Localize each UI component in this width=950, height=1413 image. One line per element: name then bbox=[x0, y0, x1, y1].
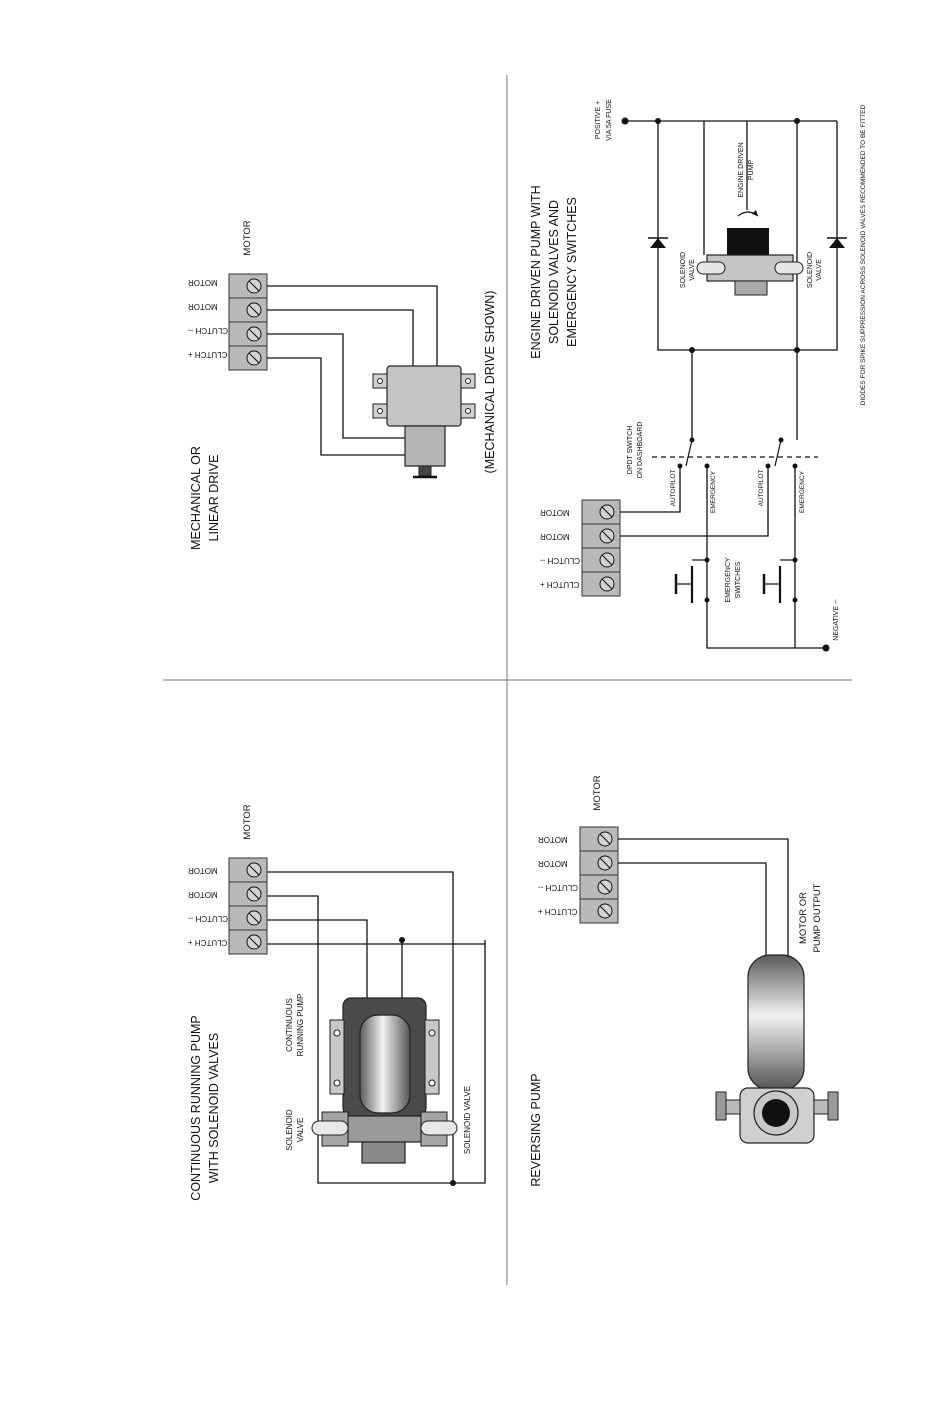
continuous-pump-label-line1: CONTINUOUS bbox=[285, 998, 294, 1052]
dpdt-label-line1: DPDT SWITCH bbox=[627, 426, 634, 474]
solenoid-valve-left-line2: VALVE bbox=[689, 259, 696, 281]
negative-terminal-dot bbox=[822, 644, 830, 652]
terminal-label-clutch-plus: CLUTCH + bbox=[540, 580, 580, 589]
solenoid-valve-right-label: SOLENOID VALVE bbox=[463, 1086, 472, 1154]
positive-terminal-dot bbox=[621, 117, 629, 125]
junction-dot bbox=[794, 347, 800, 353]
terminal-label-motor-2: MOTOR bbox=[188, 302, 218, 311]
mechanical-drive-diagram: MOTOR MOTOR CLUTCH -- CLUTCH + MOTOR MEC… bbox=[188, 220, 497, 550]
emergency-switches-label-line2: SWITCHES bbox=[735, 561, 742, 598]
terminal-label-clutch-plus: CLUTCH + bbox=[188, 938, 228, 947]
emergency-switch-right-icon bbox=[762, 557, 798, 603]
positive-supply-label-line1: POSITIVE + bbox=[595, 101, 602, 139]
motor-label-continuous: MOTOR bbox=[242, 804, 253, 839]
reversing-pump-diagram: MOTOR MOTOR CLUTCH -- CLUTCH + MOTOR REV… bbox=[529, 775, 839, 1187]
terminal-label-motor-1: MOTOR bbox=[188, 278, 218, 287]
mechanical-wires bbox=[267, 285, 438, 456]
mechanical-drive-shown-note: (MECHANICAL DRIVE SHOWN) bbox=[483, 291, 497, 474]
continuous-pump-icon bbox=[311, 997, 458, 1164]
terminal-label-motor-1: MOTOR bbox=[540, 508, 570, 517]
pump-output-label-line1: MOTOR OR bbox=[798, 892, 809, 944]
reversing-wires bbox=[618, 838, 789, 962]
autopilot-label-2: AUTOPILOT bbox=[758, 470, 765, 507]
engine-pump-label-line2: PUMP bbox=[748, 160, 755, 181]
junction-dot bbox=[689, 347, 695, 353]
junction-dot bbox=[450, 1180, 456, 1186]
dpdt-label-line2: ON DASHBOARD bbox=[637, 422, 644, 479]
engine-wires bbox=[620, 120, 838, 649]
positive-supply-label-line2: VIA 5A FUSE bbox=[606, 99, 613, 141]
motor-label-reversing: MOTOR bbox=[592, 775, 603, 810]
terminal-block-reversing bbox=[579, 826, 619, 924]
emergency-label-1: EMERGENCY bbox=[710, 470, 717, 513]
emergency-switch-left-icon bbox=[674, 557, 710, 603]
reversing-title: REVERSING PUMP bbox=[529, 1073, 543, 1186]
terminal-label-motor-1: MOTOR bbox=[188, 866, 218, 875]
junction-dot bbox=[794, 118, 800, 124]
solenoid-valve-left-line2: VALVE bbox=[296, 1118, 305, 1143]
continuous-wires bbox=[267, 871, 486, 1184]
junction-dot bbox=[655, 118, 661, 124]
continuous-pump-diagram: MOTOR MOTOR CLUTCH -- CLUTCH + MOTOR CON… bbox=[188, 804, 486, 1201]
solenoid-valve-left-line1: SOLENOID bbox=[285, 1109, 294, 1151]
autopilot-label-1: AUTOPILOT bbox=[670, 470, 677, 507]
terminal-label-clutch-minus: CLUTCH -- bbox=[188, 914, 228, 923]
terminal-label-clutch-plus: CLUTCH + bbox=[188, 350, 228, 359]
junction-dot bbox=[399, 937, 405, 943]
terminal-block-engine bbox=[581, 499, 621, 597]
terminal-block-continuous bbox=[228, 857, 268, 955]
mechanical-title-line2: LINEAR DRIVE bbox=[207, 455, 221, 542]
mechanical-drive-unit bbox=[372, 365, 476, 479]
terminal-label-clutch-minus: CLUTCH -- bbox=[538, 883, 578, 892]
motor-label-mechanical: MOTOR bbox=[242, 220, 253, 255]
emergency-label-2: EMERGENCY bbox=[799, 470, 806, 513]
diode-left-icon bbox=[648, 237, 668, 248]
terminal-label-motor-2: MOTOR bbox=[538, 859, 568, 868]
solenoid-valve-right-line2: VALVE bbox=[816, 259, 823, 281]
terminal-label-motor-2: MOTOR bbox=[540, 532, 570, 541]
pump-output-label-line2: PUMP OUTPUT bbox=[812, 883, 823, 952]
negative-supply-label: NEGATIVE -- bbox=[833, 599, 840, 641]
emergency-switches-label-line1: EMERGENCY bbox=[725, 557, 732, 602]
engine-driven-pump-diagram: ENGINE DRIVEN PUMP WITH SOLENOID VALVES … bbox=[529, 99, 867, 652]
dpdt-switch-icon bbox=[652, 437, 818, 469]
solenoid-valve-right-line1: SOLENOID bbox=[807, 252, 814, 288]
terminal-label-clutch-minus: CLUTCH -- bbox=[188, 326, 228, 335]
solenoid-valve-left-line1: SOLENOID bbox=[680, 252, 687, 288]
terminal-label-motor-2: MOTOR bbox=[188, 890, 218, 899]
reversing-pump-icon bbox=[715, 954, 839, 1144]
terminal-label-motor-1: MOTOR bbox=[538, 835, 568, 844]
engine-title-line1: ENGINE DRIVEN PUMP WITH bbox=[529, 185, 543, 358]
engine-pump-label-line1: ENGINE DRIVEN bbox=[738, 142, 745, 197]
continuous-title-line2: WITH SOLENOID VALVES bbox=[207, 1033, 221, 1183]
diode-right-icon bbox=[827, 237, 847, 248]
engine-pump-icon bbox=[696, 210, 804, 296]
engine-title-line2: SOLENOID VALVES AND bbox=[547, 200, 561, 344]
continuous-title-line1: CONTINUOUS RUNNING PUMP bbox=[189, 1015, 203, 1200]
continuous-pump-label-line2: RUNNING PUMP bbox=[296, 994, 305, 1057]
terminal-label-clutch-minus: CLUTCH -- bbox=[540, 556, 580, 565]
terminal-block-mechanical bbox=[228, 273, 268, 371]
diode-note: DIODES FOR SPIKE SUPPRESSION ACROSS SOLE… bbox=[860, 105, 867, 406]
mechanical-title-line1: MECHANICAL OR bbox=[189, 446, 203, 550]
engine-title-line3: EMERGENCY SWITCHES bbox=[565, 197, 579, 347]
terminal-label-clutch-plus: CLUTCH + bbox=[538, 907, 578, 916]
